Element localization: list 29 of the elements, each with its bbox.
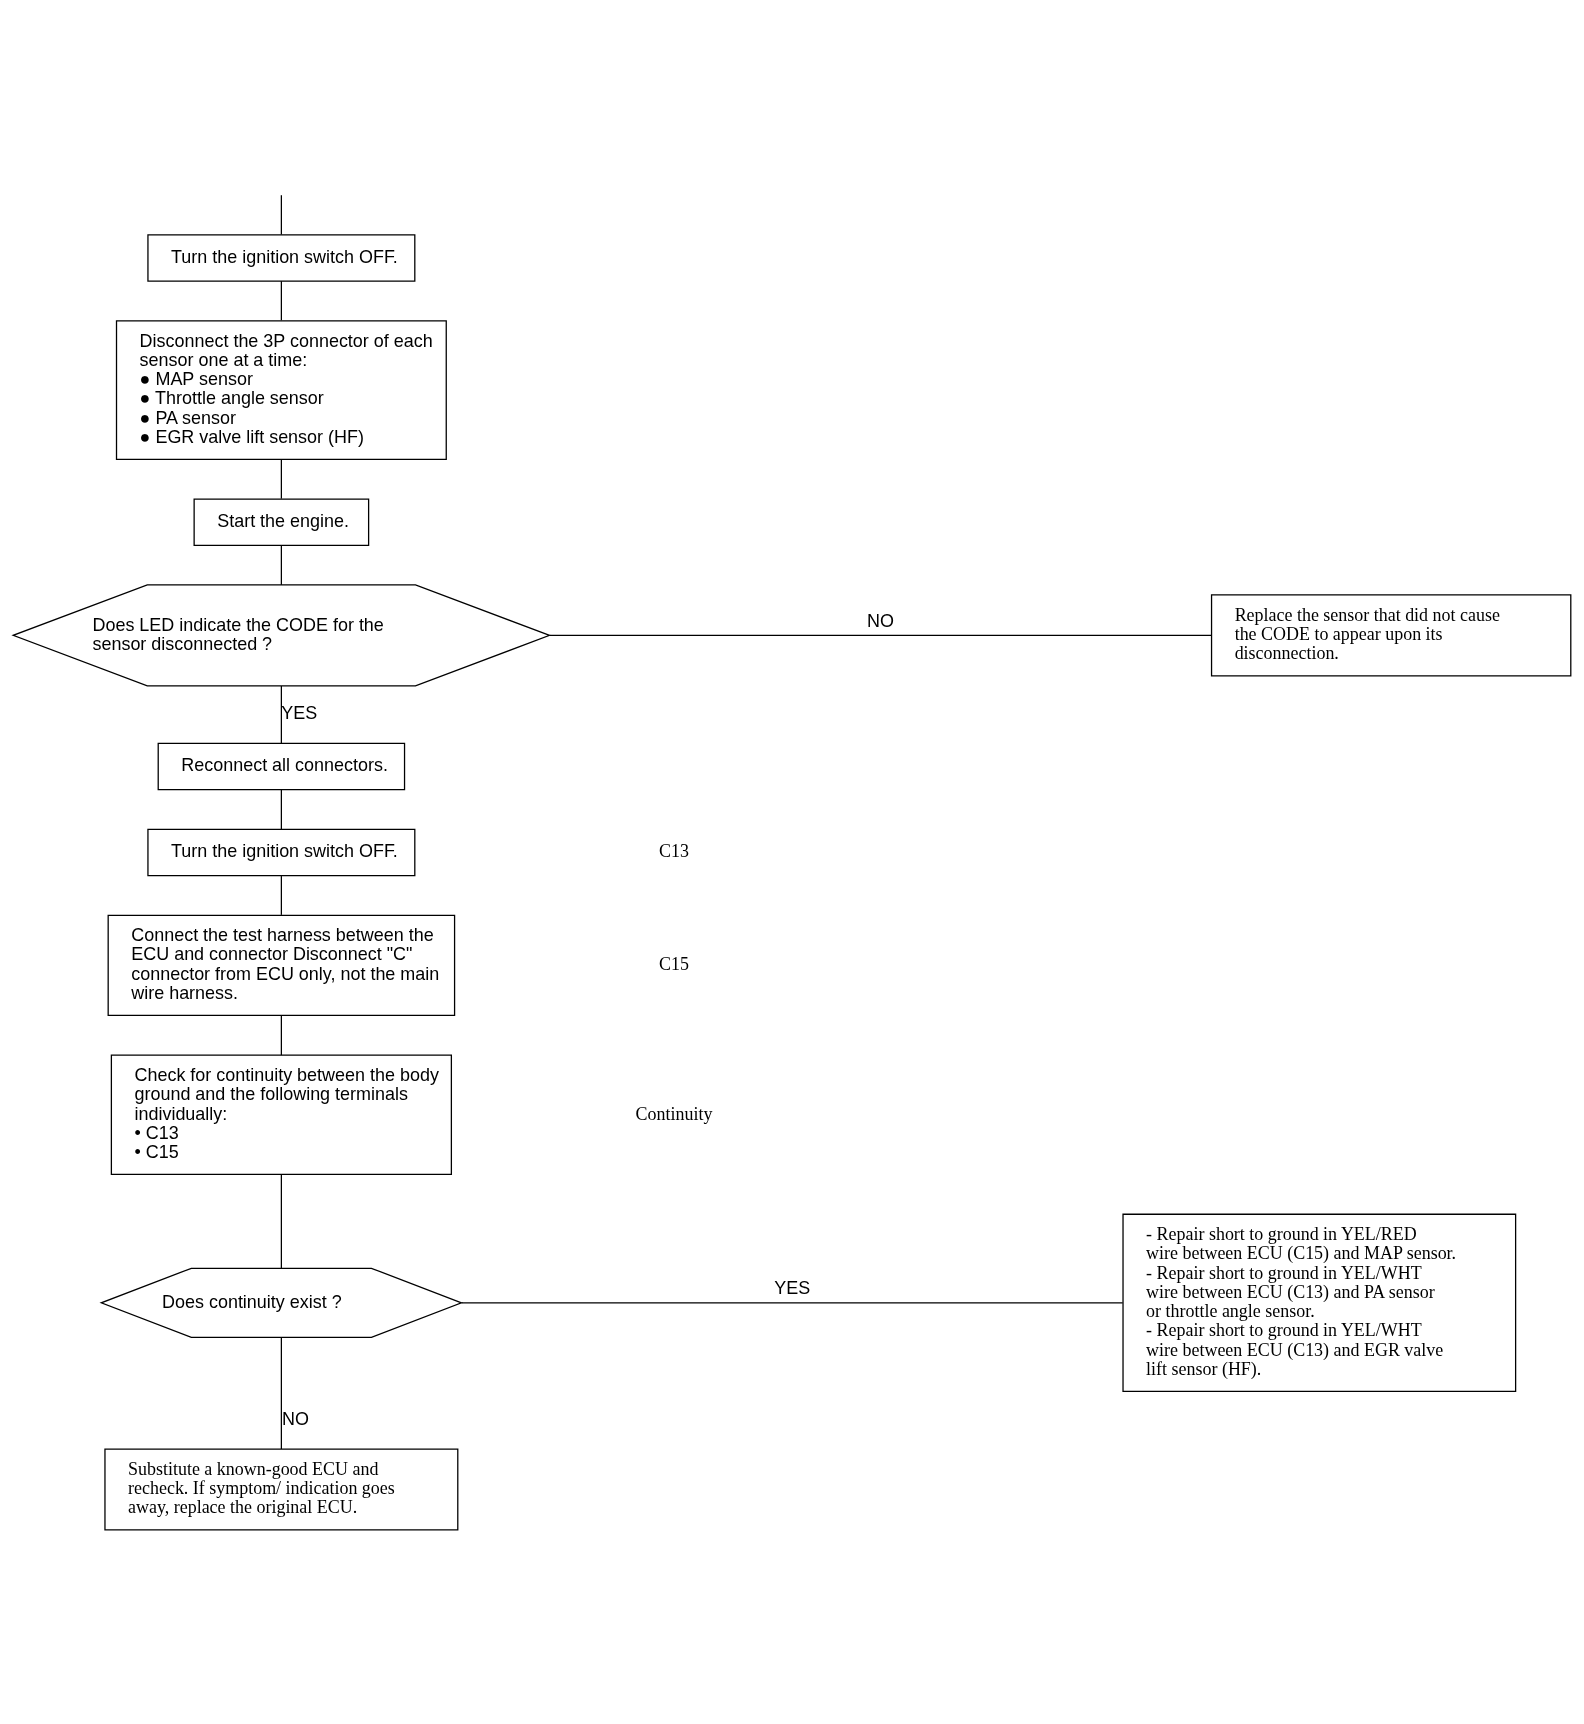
connector	[280, 1174, 282, 1269]
node-box: Turn the ignition switch OFF.	[147, 234, 416, 282]
connector	[280, 1336, 282, 1450]
connector	[280, 1014, 282, 1056]
edge-label: YES	[774, 1278, 811, 1299]
connector	[280, 789, 282, 830]
edge-label: YES	[281, 703, 318, 724]
connector	[280, 544, 282, 586]
edge-label: NO	[282, 1408, 309, 1429]
node-box: Check for continuity between the body ground and the following terminals individually: • C13 • C15	[110, 1054, 452, 1176]
connector	[280, 458, 282, 500]
node-box: - Repair short to ground in YEL/RED wire between ECU (C15) and MAP sensor. - Repair short to ground in YEL/WHT wire between ECU (C13) and PA sensor or throttle angle sensor. - Repair short to ground in YEL/WHT wire between ECU (C13) and EGR valve lift sensor (HF).	[1122, 1213, 1517, 1392]
node-box: Start the engine.	[193, 498, 370, 546]
connector	[460, 1302, 1124, 1304]
node-box: Substitute a known-good ECU and recheck. If symptom/ indication goes away, replace the original ECU.	[104, 1448, 459, 1531]
connector	[280, 875, 282, 916]
label: Continuity	[635, 1103, 713, 1124]
node-box: Reconnect all connectors.	[157, 742, 406, 791]
connector	[280, 685, 282, 744]
connector	[280, 194, 282, 236]
connector	[280, 280, 282, 321]
label: C13	[659, 841, 689, 862]
node-box: Turn the ignition switch OFF.	[147, 828, 416, 877]
node-box: Connect the test harness between the ECU and connector Disconnect "C" connector from ECU only, not the main wire harness.	[107, 914, 456, 1016]
node-box: Disconnect the 3P connector of each sensor one at a time: ● MAP sensor ● Throttle angle sensor ● PA sensor ● EGR valve lift sensor (HF)	[115, 320, 447, 460]
connector	[549, 634, 1213, 636]
node-box: Replace the sensor that did not cause the CODE to appear upon its disconnection.	[1210, 594, 1572, 677]
label: C15	[659, 954, 689, 975]
edge-label: NO	[867, 610, 895, 631]
